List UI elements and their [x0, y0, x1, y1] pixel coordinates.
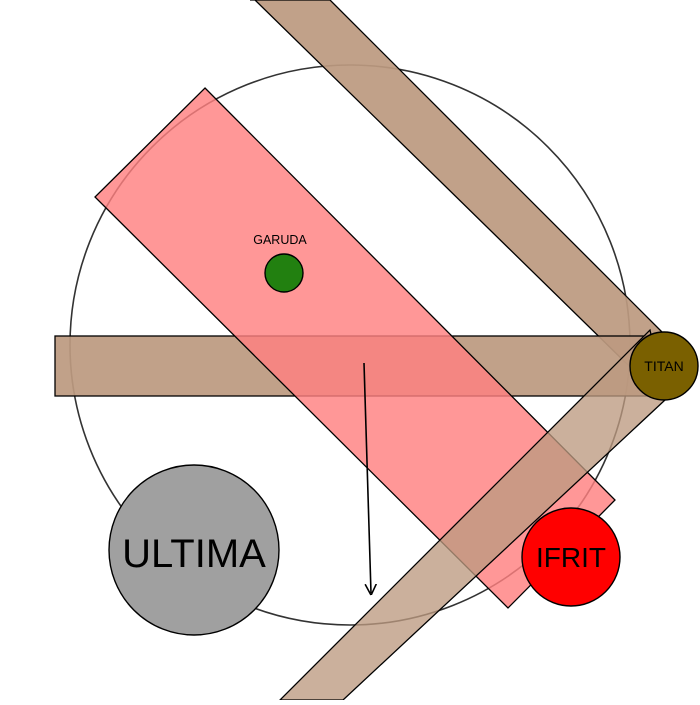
ifrit-label: IFRIT: [536, 542, 606, 573]
red-circle-marker: [521, 507, 621, 607]
olive-circle-marker: [629, 331, 699, 401]
titan-label: TITAN: [644, 358, 683, 374]
green-circle-marker: [264, 253, 304, 293]
garuda-label: GARUDA: [253, 233, 307, 247]
garuda-beam: [94, 87, 616, 609]
gray-circle-marker: [108, 464, 280, 636]
down-arrow-icon: [363, 362, 371, 593]
ultima-label: ULTIMA: [122, 532, 266, 576]
